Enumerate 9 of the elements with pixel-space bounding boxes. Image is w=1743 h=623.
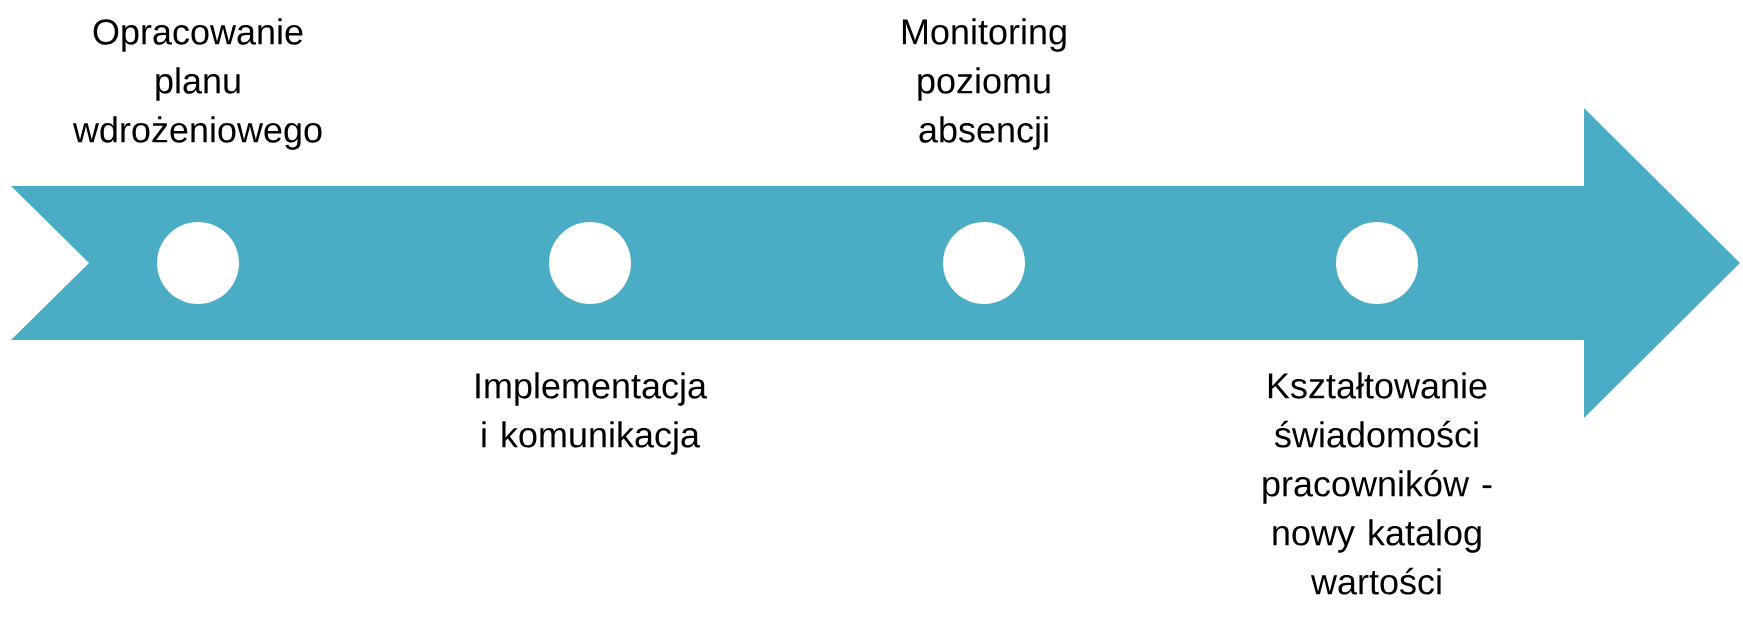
milestone-label: Opracowanie planu wdrożeniowego — [72, 18, 322, 150]
milestone-circle — [549, 222, 631, 304]
milestone-label: Kształtowanie świadomości pracowników - nowy katalog wartości — [1263, 372, 1492, 595]
milestone-label: Implementacja i komunikacja — [476, 372, 707, 455]
milestone-label: Monitoring poziomu absencji — [902, 18, 1066, 150]
milestone-circle — [943, 222, 1025, 304]
milestone-circle — [157, 222, 239, 304]
milestone-circle — [1336, 222, 1418, 304]
timeline-arrow — [11, 108, 1740, 418]
